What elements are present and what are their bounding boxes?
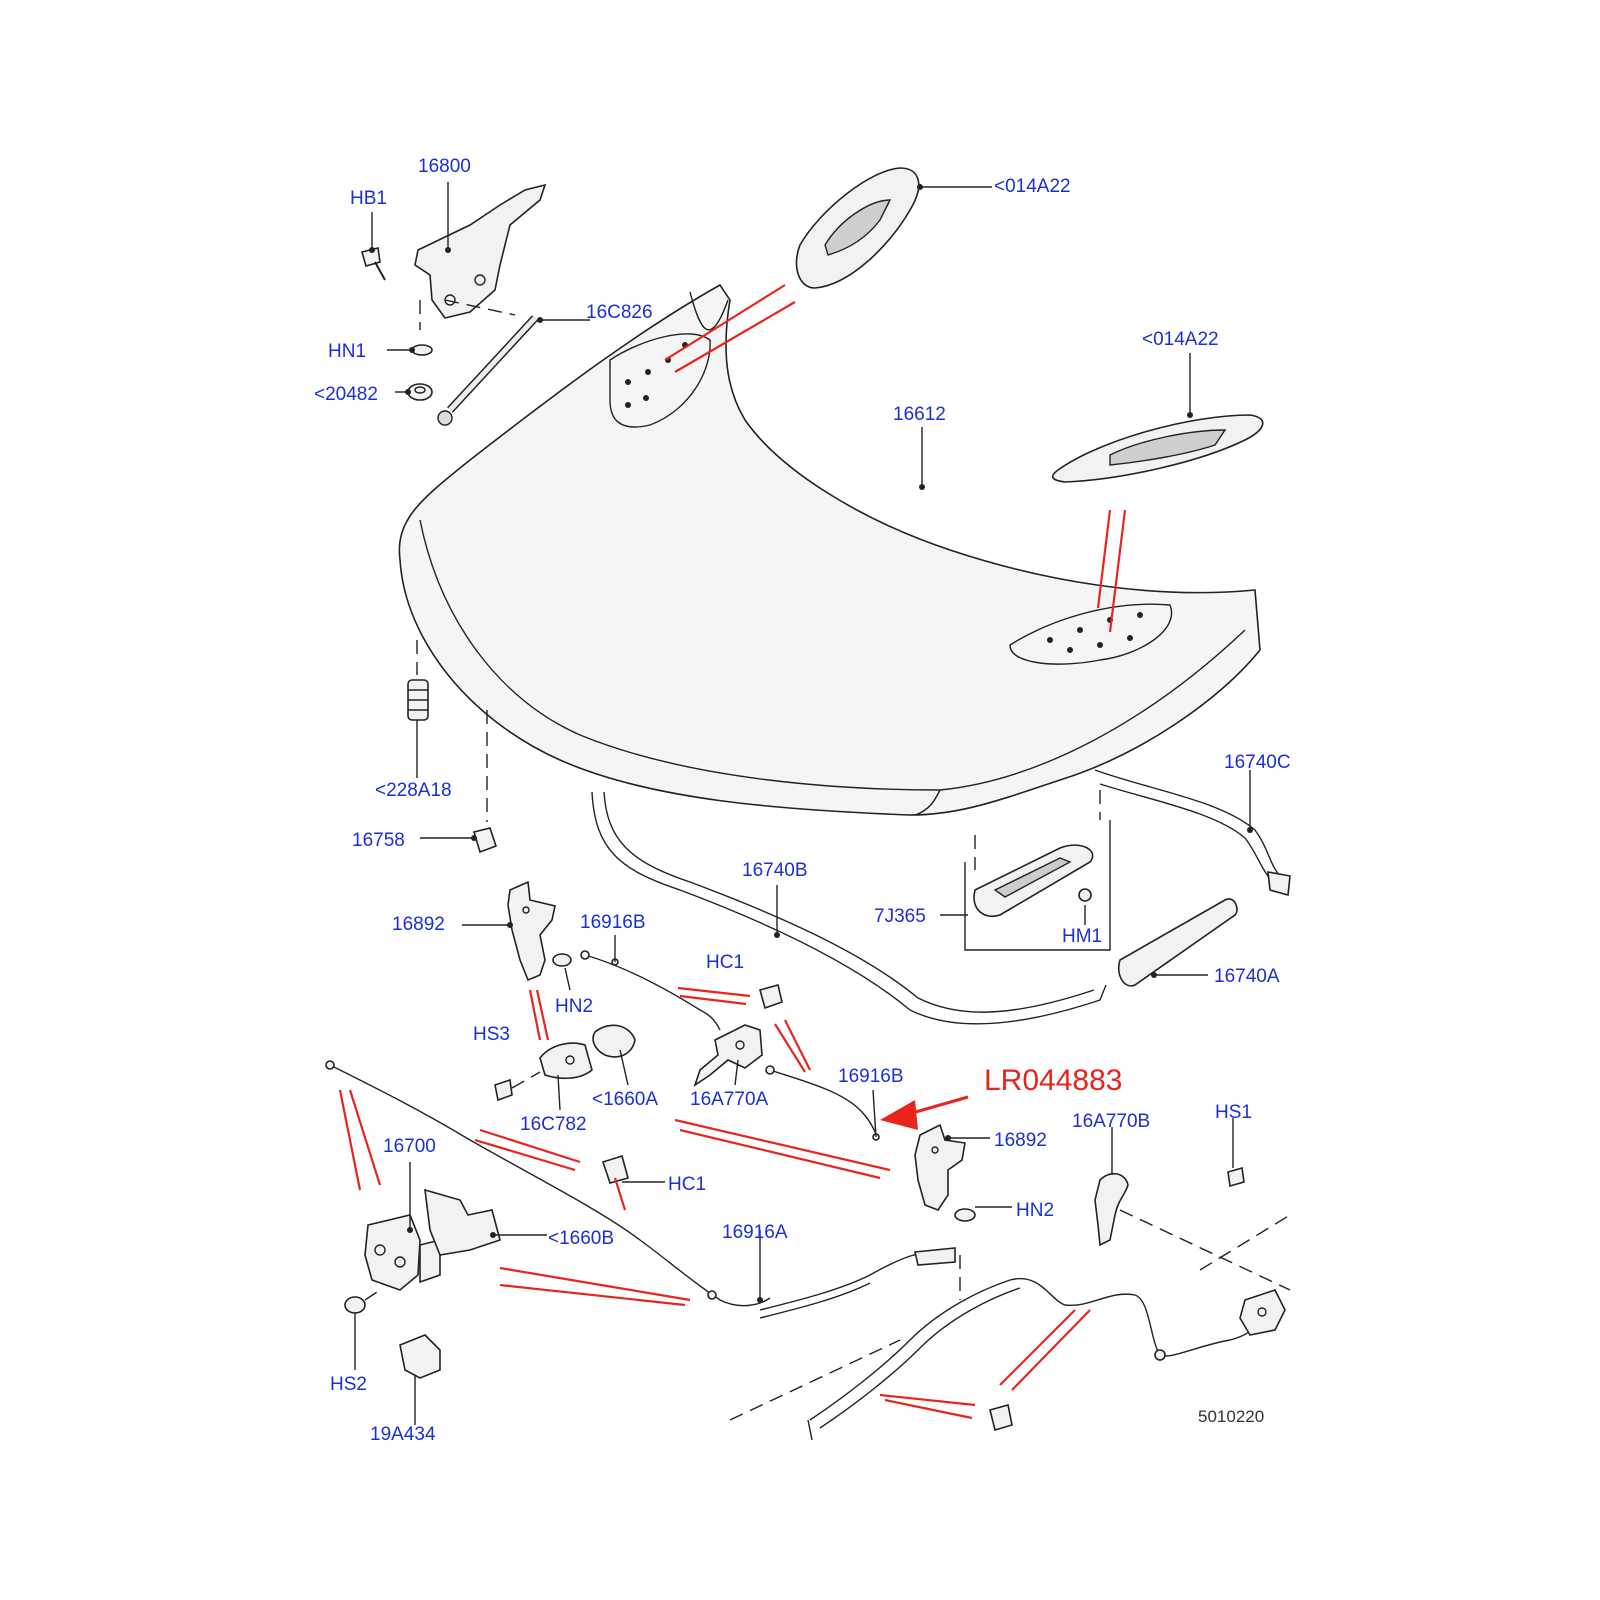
- label-20482: <20482: [314, 384, 378, 405]
- label-16700: 16700: [383, 1136, 436, 1157]
- clip-hc1-mid: [601, 1154, 629, 1184]
- label-1660a: <1660A: [592, 1089, 658, 1110]
- latch-16a770a: [693, 1024, 763, 1087]
- clip-bottom: [989, 1403, 1013, 1432]
- leader-lines: [354, 182, 1253, 1441]
- label-014a22-top: <014A22: [994, 176, 1071, 197]
- label-lr044883: LR044883: [984, 1064, 1122, 1097]
- label-16c782: 16C782: [520, 1114, 587, 1135]
- label-hs1: HS1: [1215, 1102, 1252, 1123]
- hinge-bolt: [361, 247, 386, 281]
- release-cable-16916a: [759, 1247, 961, 1319]
- clip-hc1-top: [759, 984, 783, 1010]
- vent-grille-top: [795, 167, 920, 289]
- label-hn2-right: HN2: [1016, 1200, 1054, 1221]
- label-16a770a: 16A770A: [690, 1089, 769, 1110]
- label-hb1: HB1: [350, 188, 387, 209]
- plate-1660a: [592, 1024, 636, 1058]
- label-16800: 16800: [418, 156, 471, 177]
- label-hc1-mid: HC1: [668, 1174, 706, 1195]
- part-labels: 16800 HB1 16C826 <014A22 HN1 <20482 <014…: [314, 156, 1291, 1445]
- label-16758: 16758: [352, 830, 405, 851]
- red-pointer-lines: [338, 284, 1127, 1420]
- dash-latch-right-2: [1199, 1214, 1291, 1271]
- dash-hinge-2: [444, 299, 516, 316]
- label-16740c: 16740C: [1224, 752, 1291, 773]
- trim-7j365: [964, 790, 1111, 951]
- label-hn2-left: HN2: [555, 996, 593, 1017]
- vent-grille-right: [1051, 414, 1264, 483]
- label-hc1-top: HC1: [706, 952, 744, 973]
- label-16a770b: 16A770B: [1072, 1111, 1150, 1132]
- lock-16700: [364, 1214, 441, 1291]
- latch-right-lower: [1239, 1289, 1286, 1336]
- label-16916b-mid: 16916B: [838, 1066, 904, 1087]
- label-hs2: HS2: [330, 1374, 367, 1395]
- label-014a22-right: <014A22: [1142, 329, 1219, 350]
- gas-strut: [437, 315, 538, 426]
- screw-hs1: [1227, 1166, 1245, 1188]
- latch-bracket-16892-left: [507, 880, 572, 982]
- dash-latch-right: [1119, 1209, 1291, 1291]
- label-16892-left: 16892: [392, 914, 445, 935]
- release-cable-right: [729, 1277, 1266, 1429]
- label-hn1: HN1: [328, 341, 366, 362]
- cable-16916b-mid: [765, 1065, 880, 1141]
- label-hm1: HM1: [1062, 926, 1102, 947]
- label-16740a: 16740A: [1214, 966, 1280, 987]
- latch-16a770b: [1094, 1172, 1129, 1247]
- seal-16740a: [1117, 898, 1238, 987]
- label-16612: 16612: [893, 404, 946, 425]
- hood-panel: [398, 283, 1261, 816]
- striker-19a434: [399, 1334, 441, 1379]
- bump-stop: [407, 640, 429, 721]
- seal-16740c: [1094, 769, 1291, 897]
- label-228a18: <228A18: [375, 780, 452, 801]
- nut-20482: [407, 383, 433, 401]
- hood-hinge: [414, 183, 547, 319]
- label-16c826: 16C826: [586, 302, 653, 323]
- label-7j365: 7J365: [874, 906, 926, 927]
- bracket-1660b: [424, 1188, 501, 1256]
- label-16892-right: 16892: [994, 1130, 1047, 1151]
- bolt-hs2: [344, 1289, 381, 1314]
- screw-hs3: [494, 1071, 541, 1102]
- latch-bracket-16892-right: [914, 1123, 976, 1222]
- clip-16758: [472, 710, 498, 854]
- bracket-16c782: [539, 1042, 593, 1080]
- label-hs3: HS3: [473, 1024, 510, 1045]
- lr044883-arrow: [880, 1095, 969, 1130]
- seal-16740b: [591, 791, 1107, 1025]
- label-16740b: 16740B: [742, 860, 808, 881]
- release-cable-left: [325, 1060, 771, 1307]
- label-16916a: 16916A: [722, 1222, 788, 1243]
- label-1660b: <1660B: [548, 1228, 614, 1249]
- label-19a434: 19A434: [370, 1424, 436, 1445]
- label-16916b-top: 16916B: [580, 912, 646, 933]
- diagram-reference-number: 5010220: [1198, 1407, 1264, 1426]
